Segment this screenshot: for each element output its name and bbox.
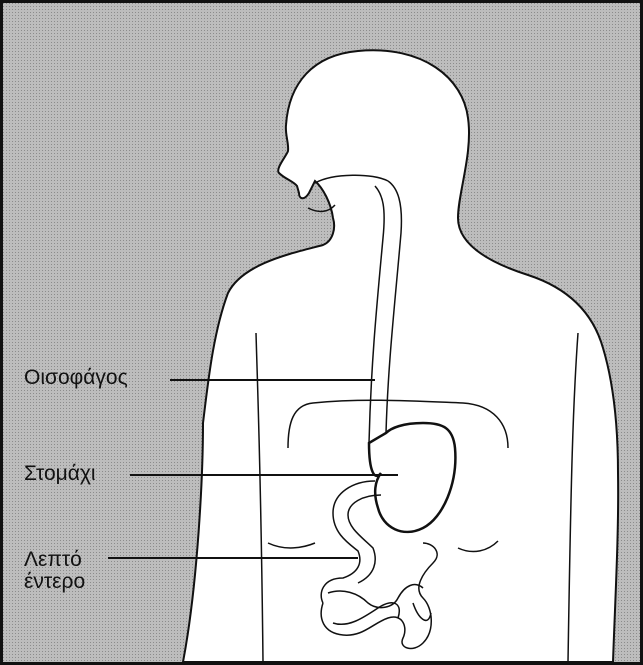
- label-esophagus: Οισοφάγος: [24, 367, 128, 389]
- label-small-intestine-line2: έντερο: [24, 571, 85, 593]
- label-stomach: Στομάχι: [24, 463, 96, 485]
- digestive-system-illustration: [3, 3, 640, 662]
- label-small-intestine: Λεπτό έντερο: [24, 549, 85, 593]
- label-small-intestine-line1: Λεπτό: [24, 549, 85, 571]
